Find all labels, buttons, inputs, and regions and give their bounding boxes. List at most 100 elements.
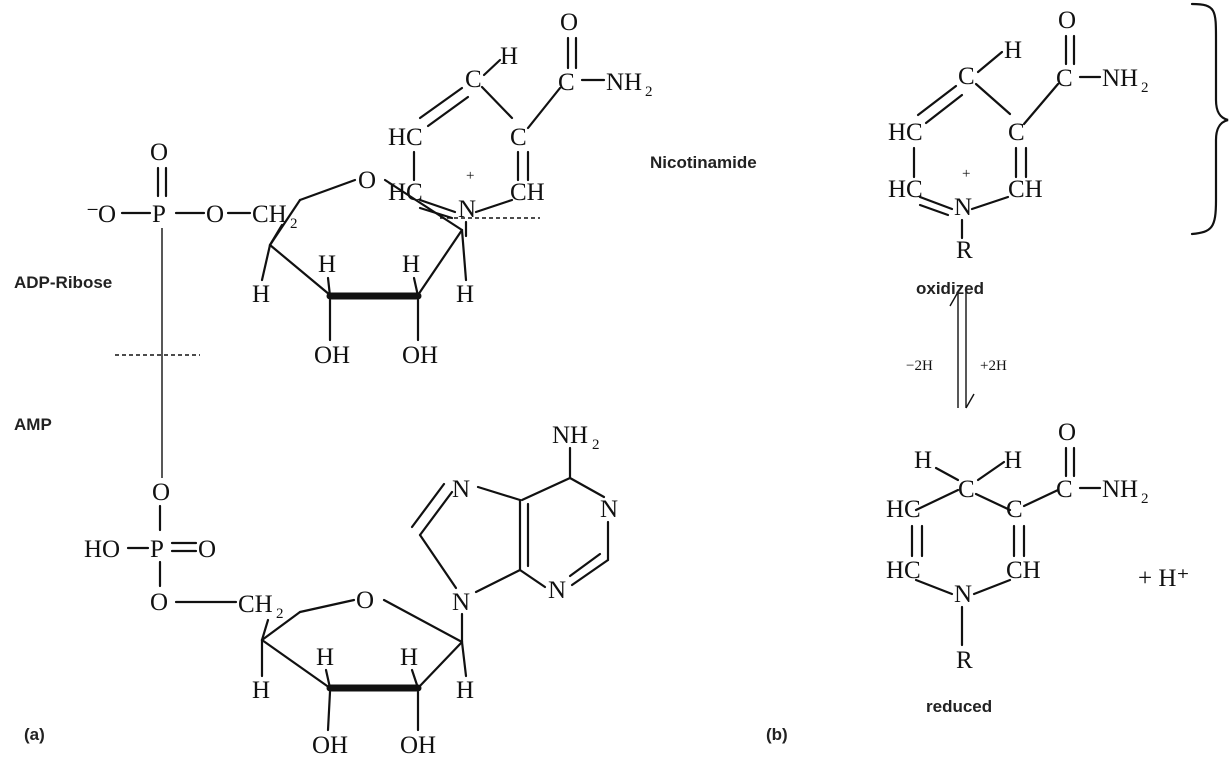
bond bbox=[914, 488, 960, 512]
atom-o: O bbox=[358, 167, 376, 194]
atom-h: H bbox=[400, 644, 418, 671]
charge-plus: + bbox=[962, 166, 970, 182]
label-plus-h: + H⁺ bbox=[1138, 565, 1190, 592]
bond bbox=[410, 668, 420, 690]
panel-label-b: (b) bbox=[766, 725, 788, 744]
bond bbox=[382, 598, 464, 644]
bond bbox=[1022, 82, 1060, 126]
atom-r: R bbox=[956, 647, 973, 674]
bond bbox=[416, 228, 464, 297]
atom-o: O bbox=[1058, 419, 1076, 446]
subscript-2: 2 bbox=[290, 216, 298, 232]
atom-n: N bbox=[452, 589, 470, 616]
charge-plus: + bbox=[466, 168, 474, 184]
bond bbox=[918, 195, 954, 211]
nicotinamide-ring-a: H C HC HC C CH N + C O NH 2 bbox=[388, 9, 653, 238]
bond bbox=[916, 84, 958, 117]
bond bbox=[426, 95, 470, 128]
atom-ch: CH bbox=[510, 179, 545, 206]
atom-c: C bbox=[958, 476, 975, 503]
subscript-2: 2 bbox=[592, 437, 600, 453]
atom-h: H bbox=[914, 447, 932, 474]
atom-nh: NH bbox=[1102, 476, 1138, 503]
reduced-ring-b: H H C HC HC C CH N R C O NH 2 bbox=[886, 419, 1149, 674]
atom-h: H bbox=[1004, 37, 1022, 64]
atom-c: C bbox=[1006, 496, 1023, 523]
atom-o: O bbox=[152, 479, 170, 506]
arrow-head bbox=[949, 291, 959, 307]
bond bbox=[460, 640, 468, 678]
bond bbox=[568, 552, 602, 578]
bond bbox=[976, 460, 1006, 482]
bond bbox=[520, 476, 572, 502]
bond bbox=[518, 568, 547, 589]
atom-c: C bbox=[1008, 119, 1025, 146]
bond bbox=[924, 93, 964, 125]
atom-o: O bbox=[198, 536, 216, 563]
atom-oh: OH bbox=[314, 342, 350, 369]
atom-hc: HC bbox=[886, 496, 921, 523]
bond bbox=[268, 198, 302, 247]
atom-c: C bbox=[558, 69, 575, 96]
atom-h: H bbox=[318, 251, 336, 278]
bond bbox=[1022, 488, 1060, 508]
bond bbox=[268, 243, 332, 297]
bond bbox=[460, 228, 468, 282]
atom-p: P bbox=[152, 201, 166, 228]
atom-o: O bbox=[150, 139, 168, 166]
bond bbox=[970, 195, 1010, 211]
label-nicotinamide: Nicotinamide bbox=[650, 153, 757, 172]
bond bbox=[412, 276, 420, 298]
bond bbox=[974, 82, 1012, 116]
atom-c: C bbox=[1056, 65, 1073, 92]
subscript-2: 2 bbox=[276, 606, 284, 622]
bond bbox=[474, 568, 522, 594]
atom-nh: NH bbox=[552, 422, 588, 449]
bond bbox=[418, 198, 457, 214]
panel-label-a: (a) bbox=[24, 725, 45, 744]
atom-h: H bbox=[500, 43, 518, 70]
atom-c: C bbox=[510, 124, 527, 151]
label-amp: AMP bbox=[14, 415, 52, 434]
bond bbox=[568, 476, 606, 499]
ribose-lower-a: O H H H H OH OH bbox=[252, 587, 474, 759]
equilibrium-arrows bbox=[949, 291, 975, 409]
atom-n: N bbox=[954, 194, 972, 221]
phosphate-chain-a: O ⁻ O P O CH 2 O HO P O O CH 2 bbox=[84, 139, 298, 622]
label-oxidized: oxidized bbox=[916, 279, 984, 298]
bond bbox=[474, 198, 514, 214]
bond bbox=[410, 482, 446, 529]
bond bbox=[326, 690, 332, 732]
atom-o: O bbox=[150, 589, 168, 616]
bond bbox=[914, 578, 954, 596]
atom-c: C bbox=[958, 63, 975, 90]
bond bbox=[324, 668, 332, 690]
atom-hc: HC bbox=[388, 124, 423, 151]
atom-hc: HC bbox=[888, 176, 923, 203]
label-adp-ribose: ADP-Ribose bbox=[14, 273, 112, 292]
atom-nh: NH bbox=[606, 69, 642, 96]
atom-oh: OH bbox=[312, 732, 348, 759]
bond bbox=[974, 492, 1012, 512]
atom-c: C bbox=[1056, 476, 1073, 503]
atom-o: O bbox=[560, 9, 578, 36]
bond bbox=[570, 558, 610, 587]
oxidized-ring-b: H C HC HC C CH N + R C O NH 2 bbox=[888, 7, 1149, 264]
adenine-a: NH 2 N N N N bbox=[410, 422, 618, 644]
atom-oh: OH bbox=[402, 342, 438, 369]
atom-r: R bbox=[956, 237, 973, 264]
bond bbox=[418, 533, 458, 590]
atom-ch: CH bbox=[1006, 557, 1041, 584]
atom-n: N bbox=[954, 581, 972, 608]
bond bbox=[526, 86, 562, 130]
arrow-head bbox=[965, 393, 975, 409]
bond bbox=[298, 178, 357, 202]
bond bbox=[934, 466, 960, 482]
atom-h: H bbox=[1004, 447, 1022, 474]
atom-h: H bbox=[252, 677, 270, 704]
curly-brace bbox=[1190, 2, 1229, 236]
bond bbox=[260, 610, 302, 642]
ribose-upper-a: O H H H H OH OH bbox=[252, 167, 474, 369]
atom-h: H bbox=[402, 251, 420, 278]
